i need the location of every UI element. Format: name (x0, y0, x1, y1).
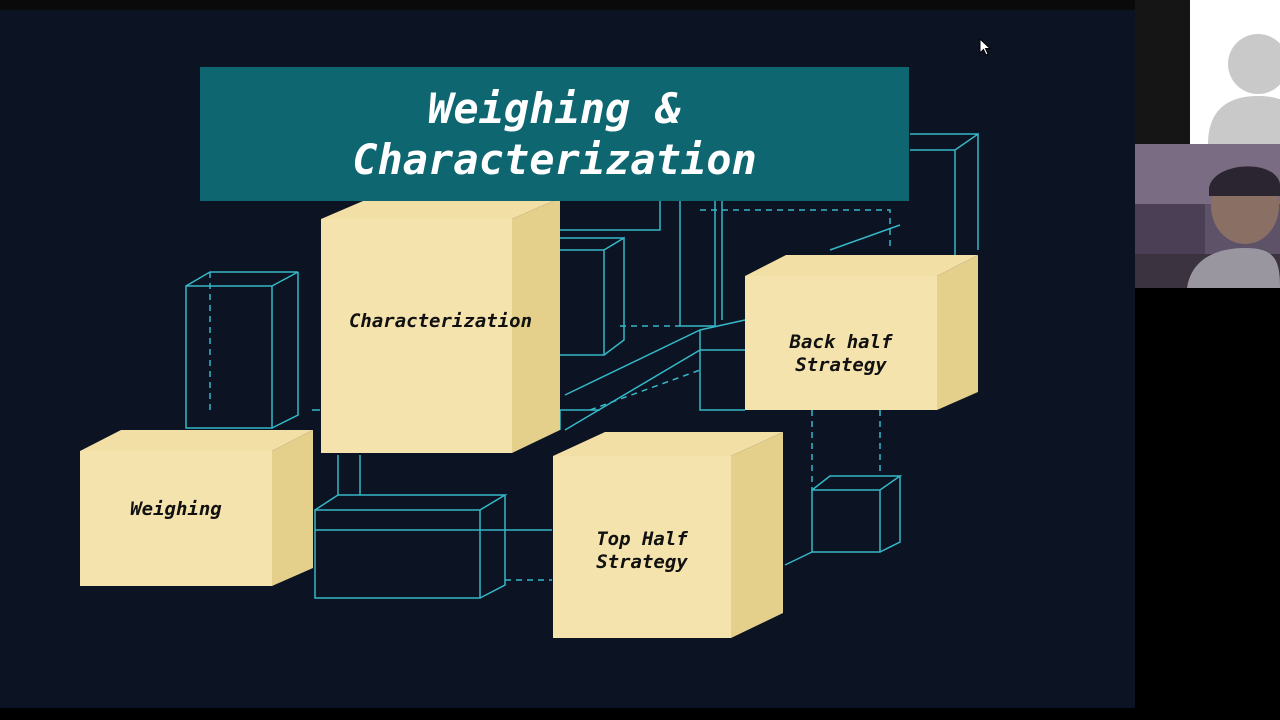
slide-artwork (80, 132, 979, 638)
characterization-label: Characterization (348, 310, 533, 332)
weighing-label: Weighing (130, 497, 222, 520)
characterization-cube (321, 198, 560, 453)
wireframe-boxes (185, 132, 979, 599)
slide-title: Weighing & Characterization (352, 84, 757, 184)
participant-tile-dark[interactable] (1135, 0, 1190, 144)
user-silhouette-icon (1208, 34, 1280, 144)
back-half-strategy-label: Back half Strategy (789, 331, 893, 376)
slide-title-banner: Weighing & Characterization (200, 67, 909, 201)
participant-tile-avatar[interactable] (1190, 0, 1280, 144)
webcam-feed (1135, 144, 1280, 288)
mouse-pointer-icon (979, 38, 992, 56)
window-bottom-bar (0, 708, 1280, 720)
top-half-strategy-cube (553, 432, 783, 638)
top-half-strategy-label: Top Half Strategy (596, 528, 688, 573)
back-half-strategy-cube (745, 255, 978, 410)
weighing-cube (80, 430, 313, 586)
participant-video-tile[interactable] (1135, 144, 1280, 288)
presentation-slide: Weighing & Characterization Characteriza… (0, 10, 1135, 708)
window-top-bar (0, 0, 1135, 10)
